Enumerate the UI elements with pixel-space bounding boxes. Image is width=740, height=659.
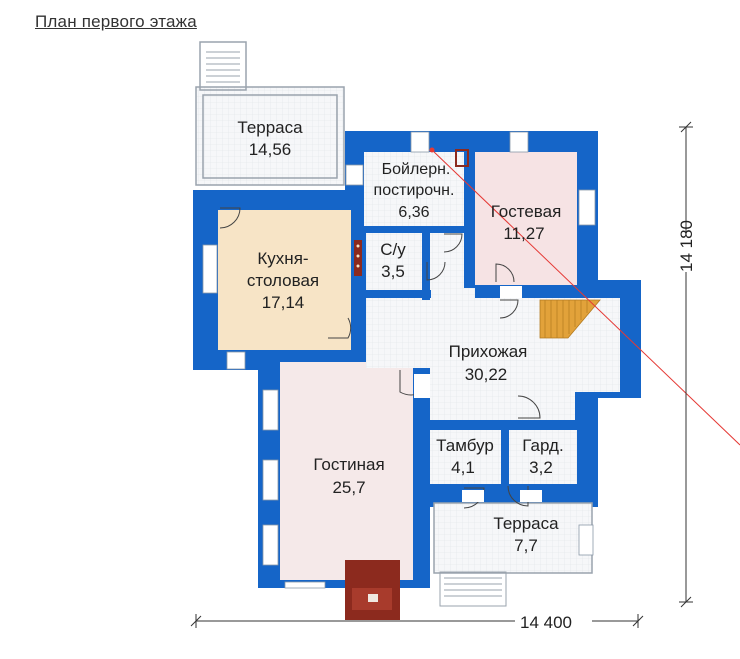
room-bathroom-name: С/у [380,240,406,259]
windows [202,131,596,589]
room-back-terrace-name: Терраса [237,118,303,137]
room-bathroom-area: 3,5 [381,262,405,281]
guest-floor [475,152,577,285]
back-terrace-stairs [199,41,247,91]
room-boiler-name-2: постирочн. [374,182,455,199]
vestibule-floor [429,430,501,485]
kitchen-floor [218,210,351,350]
room-kitchen-area: 17,14 [262,293,305,312]
room-hall-name: Прихожая [449,342,528,361]
room-living-area: 25,7 [332,478,365,497]
boiler-icon [455,149,469,167]
width-dimension: 14 400 [520,613,572,632]
room-vestibule-name: Тамбур [436,436,494,455]
back-terrace [195,41,345,186]
red-guide-point [429,147,435,153]
room-wardrobe-area: 3,2 [529,458,553,477]
room-guest-area: 11,27 [503,224,544,243]
back-terrace-floor [196,87,344,185]
room-kitchen-name-2: столовая [247,271,319,290]
room-back-terrace-area: 14,56 [249,140,292,159]
red-guide-line [431,149,740,446]
room-kitchen-name: Кухня- [257,249,308,268]
room-living-name: Гостиная [313,455,384,474]
front-terrace-floor [434,503,592,573]
room-front-terrace-area: 7,7 [514,536,538,555]
bathroom-floor [366,233,422,291]
wardrobe-floor [509,430,577,485]
living-floor [280,362,413,580]
height-dimension: 14 180 [677,220,696,272]
staircase [539,299,601,339]
door-openings [414,286,542,502]
room-boiler-name: Бойлерн. [382,161,451,178]
plan-title: План первого этажа [35,12,197,31]
doors [219,207,541,509]
back-terrace-steps [206,51,240,83]
stove-icon [354,240,362,276]
room-wardrobe-name: Гард. [522,436,563,455]
room-boiler-area: 6,36 [398,204,429,221]
room-hall-area: 30,22 [465,365,508,384]
front-terrace-stairs [439,571,507,607]
room-front-terrace-name: Терраса [493,514,559,533]
dimension-lines [190,121,693,628]
room-vestibule-area: 4,1 [451,458,475,477]
room-guest-name: Гостевая [491,202,562,221]
fireplace [345,560,400,620]
